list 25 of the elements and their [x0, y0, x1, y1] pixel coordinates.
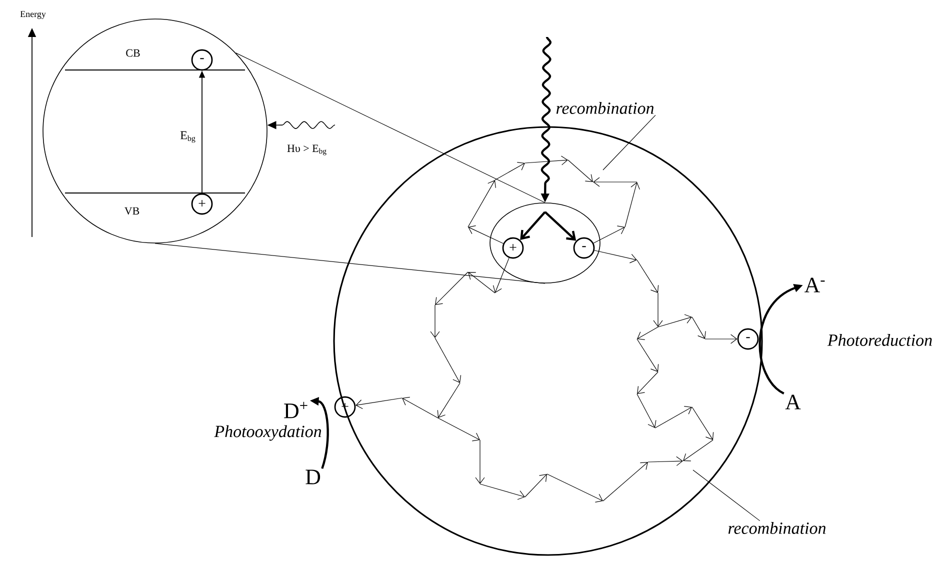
- leader-line: [602, 114, 656, 170]
- edge-label: Photooxydation: [213, 424, 323, 442]
- band-label: VB: [124, 207, 140, 215]
- edge-label: E$_{bg}$: [179, 130, 197, 144]
- pair-ellipse: [490, 202, 600, 284]
- magnified-view-circle: [42, 18, 268, 244]
- arrow: [520, 211, 546, 240]
- random-walk-arrow: [468, 156, 593, 244]
- random-walk-arrow: [356, 258, 510, 418]
- zoom-line: [236, 52, 546, 203]
- species-label: D$^{+}$: [284, 402, 308, 418]
- random-walk-arrow: [594, 250, 738, 344]
- species-label: A: [785, 394, 801, 410]
- band-label: CB: [126, 49, 140, 57]
- leader-line: [692, 470, 760, 522]
- species-label: D: [306, 470, 320, 484]
- recombination-label: recombination: [556, 102, 654, 114]
- axis-label: Energy: [20, 11, 46, 19]
- species-label: A$^{-}$: [804, 278, 825, 292]
- edge-label: Hυ > E$_{bg}$: [286, 144, 328, 156]
- random-walk-arrow: [593, 177, 640, 244]
- edge-label: Photoreduction: [826, 333, 934, 347]
- recombination-label: recombination: [728, 522, 826, 534]
- arrow: [544, 211, 576, 241]
- zoom-line: [154, 243, 546, 284]
